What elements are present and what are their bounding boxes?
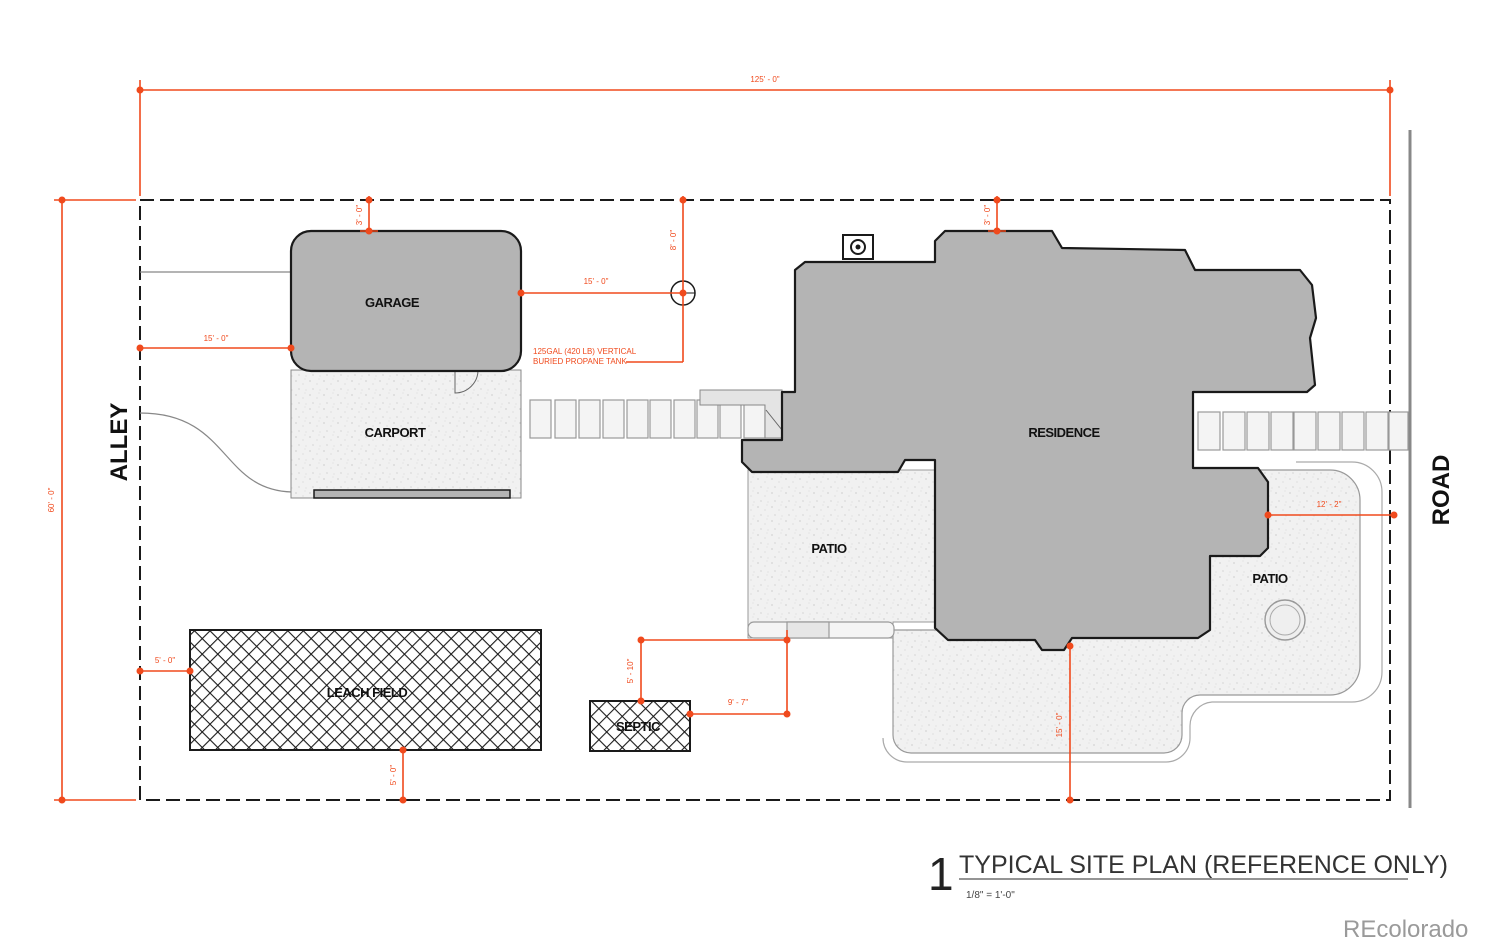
septic-label: SEPTIC: [616, 719, 661, 734]
utility-box-ring: [850, 239, 866, 255]
carport-slab: [290, 369, 522, 499]
road-label: ROAD: [1428, 455, 1455, 526]
dim-garage-from-alley: 15' - 0": [204, 334, 229, 343]
dim-septic-vertical: 5' - 10": [626, 658, 635, 683]
dim-garage-setback-top: 3' - 0": [355, 205, 364, 226]
stair-diagonal: [765, 409, 783, 431]
dimension-lines: [54, 80, 1394, 801]
garage-building: [289, 229, 523, 373]
walkway-left: [529, 399, 766, 439]
septic-tank: [589, 700, 691, 752]
garage-label: GARAGE: [365, 295, 420, 310]
watermark-logo: REcolorado: [1343, 916, 1468, 943]
garage-door-swing: [454, 369, 479, 394]
fire-pit: [1264, 599, 1306, 641]
dim-total-width: 125' - 0": [750, 75, 779, 84]
dim-garage-to-tank: 15' - 0": [584, 277, 609, 286]
driveway-curve: [139, 412, 293, 493]
propane-note-line2: BURIED PROPANE TANK: [533, 357, 627, 366]
alley-label: ALLEY: [106, 403, 133, 482]
dim-residence-to-road: 12' - 2": [1317, 500, 1342, 509]
dim-tank-setback-top: 8' - 0": [669, 230, 678, 251]
patio-left-label: PATIO: [811, 541, 847, 556]
propane-note-line1: 125GAL (420 LB) VERTICAL: [533, 347, 637, 356]
patio-curb-outer: [882, 461, 1383, 763]
walkway-right: [1197, 411, 1409, 451]
patio-right-label: PATIO: [1252, 571, 1288, 586]
dim-total-depth: 60' - 0": [47, 487, 56, 512]
dim-leach-from-bottom: 5' - 0": [389, 765, 398, 786]
carport-beam: [313, 489, 511, 499]
property-boundary: [139, 199, 1391, 801]
utility-box-dot: [855, 244, 861, 250]
residence-building: [740, 229, 1318, 652]
patio-step-pad: [786, 621, 830, 639]
carport-label: CARPORT: [365, 425, 426, 440]
dim-residence-setback-top: 3' - 0": [983, 205, 992, 226]
dim-septic-horizontal: 9' - 7": [728, 698, 749, 707]
fire-pit-inner: [1269, 604, 1301, 636]
dimension-dots: [58, 86, 1398, 804]
title-number: 1: [928, 848, 954, 900]
residence-label: RESIDENCE: [1028, 425, 1100, 440]
leach-field: [189, 629, 542, 751]
leach-field-label: LEACH FIELD: [327, 685, 408, 700]
dim-leach-from-alley: 5' - 0": [155, 656, 176, 665]
title-scale: 1/8" = 1'-0": [966, 890, 1015, 901]
title-text: TYPICAL SITE PLAN (REFERENCE ONLY): [959, 851, 1448, 879]
entry-stair: [699, 389, 783, 439]
dim-residence-from-bottom: 15' - 0": [1055, 712, 1064, 737]
